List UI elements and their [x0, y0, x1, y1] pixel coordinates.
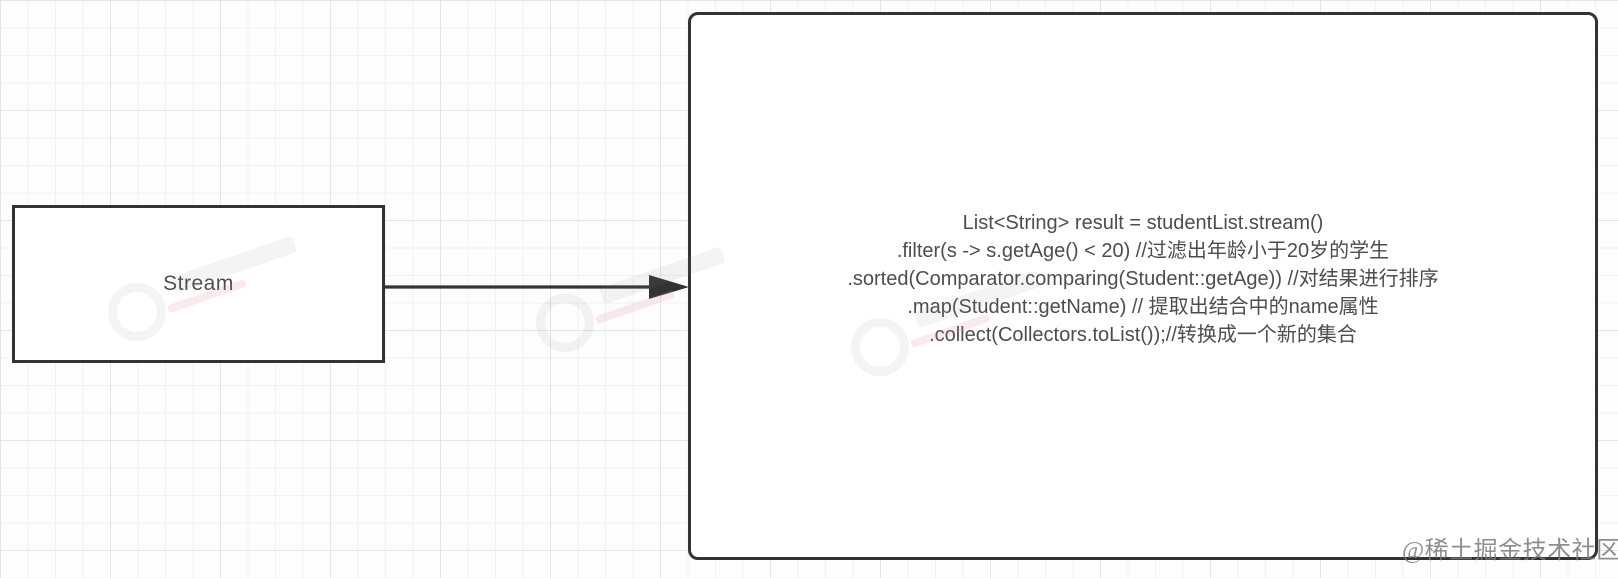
code-line: .filter(s -> s.getAge() < 20) //过滤出年龄小于2…: [896, 240, 1390, 262]
stream-node: Stream: [12, 205, 385, 363]
code-line: List<String> result = studentList.stream…: [962, 212, 1324, 234]
code-node: List<String> result = studentList.stream…: [688, 12, 1598, 560]
code-line: .collect(Collectors.toList());//转换成一个新的集…: [929, 324, 1357, 346]
code-line: .sorted(Comparator.comparing(Student::ge…: [847, 268, 1439, 290]
code-line: .map(Student::getName) // 提取出结合中的name属性: [907, 296, 1379, 318]
stream-node-label: Stream: [163, 272, 234, 295]
code-block: List<String> result = studentList.stream…: [847, 209, 1438, 349]
credit-watermark: @稀土掘金技术社区: [1402, 538, 1618, 564]
connector-arrow-icon: [383, 275, 689, 299]
